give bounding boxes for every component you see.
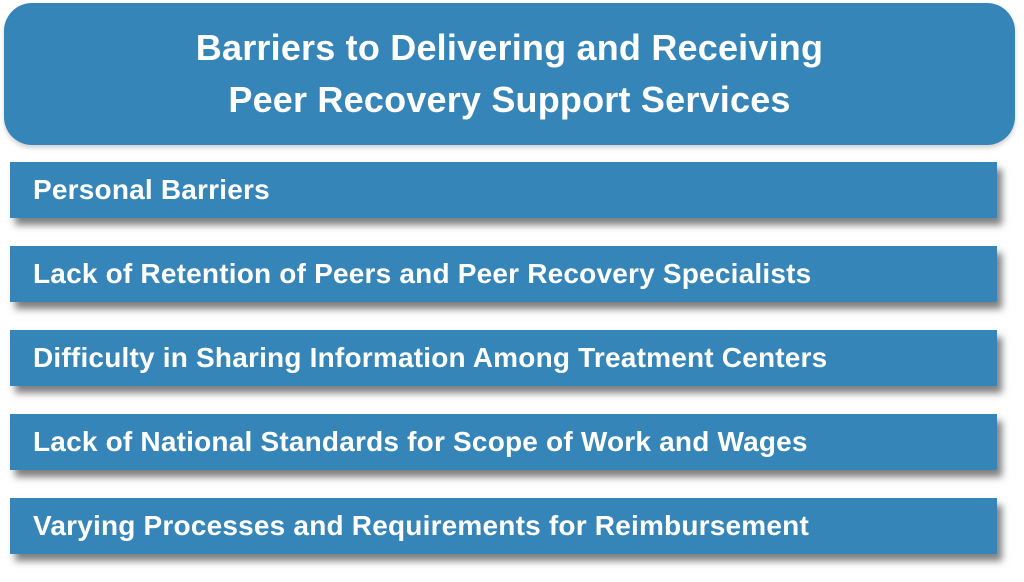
header-title-box: Barriers to Delivering and Receiving Pee… bbox=[4, 3, 1015, 145]
barrier-row-national-standards: Lack of National Standards for Scope of … bbox=[10, 414, 997, 470]
barrier-label: Personal Barriers bbox=[33, 174, 270, 205]
page-title-line-2: Peer Recovery Support Services bbox=[228, 79, 791, 120]
barrier-row-information-sharing: Difficulty in Sharing Information Among … bbox=[10, 330, 997, 386]
barrier-label: Varying Processes and Requirements for R… bbox=[33, 510, 809, 541]
barrier-row-personal-barriers: Personal Barriers bbox=[10, 162, 997, 218]
barrier-label: Lack of Retention of Peers and Peer Reco… bbox=[33, 258, 812, 289]
barrier-row-retention: Lack of Retention of Peers and Peer Reco… bbox=[10, 246, 997, 302]
barrier-row-reimbursement: Varying Processes and Requirements for R… bbox=[10, 498, 997, 554]
page-title-line-1: Barriers to Delivering and Receiving bbox=[195, 27, 824, 68]
barrier-list: Personal Barriers Lack of Retention of P… bbox=[10, 162, 997, 582]
barrier-label: Lack of National Standards for Scope of … bbox=[33, 426, 808, 457]
barrier-label: Difficulty in Sharing Information Among … bbox=[33, 342, 828, 373]
